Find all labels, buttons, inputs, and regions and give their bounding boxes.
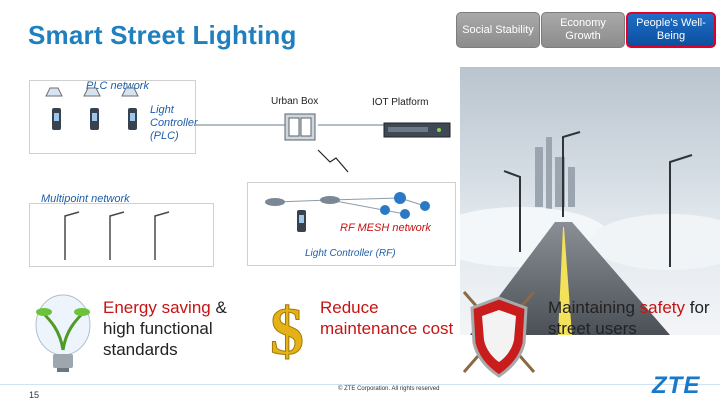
plc-controller-label: Light Controller (PLC) bbox=[150, 104, 198, 142]
safety-highlight: safety bbox=[639, 298, 686, 317]
rf-mesh-panel bbox=[247, 182, 456, 266]
rf-mesh-nodes-icon bbox=[265, 192, 430, 232]
multipoint-network-label: Multipoint network bbox=[41, 193, 130, 205]
svg-text:$: $ bbox=[270, 293, 304, 367]
multipoint-network-panel bbox=[29, 203, 214, 267]
copyright-text: © ZTE Corporation. All rights reserved bbox=[338, 386, 440, 392]
tab-peoples-well-being[interactable]: People's Well-Being bbox=[626, 12, 716, 48]
zte-logo: ZTE bbox=[652, 372, 701, 399]
rf-mesh-label: RF MESH network bbox=[340, 222, 431, 234]
tab-social-stability[interactable]: Social Stability bbox=[456, 12, 540, 48]
safety-prefix: Maintaining bbox=[548, 298, 640, 317]
energy-saving-rest: & high functional standards bbox=[103, 298, 227, 359]
rf-controller-label: Light Controller (RF) bbox=[305, 248, 396, 259]
slide-title: Smart Street Lighting bbox=[28, 20, 297, 50]
safety-suffix: for street users bbox=[548, 298, 710, 338]
benefit-maintenance-text: Reduce maintenance cost bbox=[320, 298, 454, 338]
energy-bulb-icon bbox=[35, 294, 91, 372]
iot-platform-label: IOT Platform bbox=[372, 97, 429, 108]
street-poles-icon bbox=[64, 211, 170, 260]
shield-icon bbox=[462, 291, 536, 378]
benefit-energy-text: Energy saving & high functional standard… bbox=[103, 297, 233, 360]
energy-saving-highlight: Energy saving bbox=[103, 298, 211, 317]
footer-divider bbox=[0, 384, 720, 385]
benefit-safety-text: Maintaining safety for street users bbox=[548, 297, 718, 339]
urban-box-icon bbox=[284, 113, 316, 141]
iot-server-icon bbox=[383, 122, 451, 138]
urban-box-label: Urban Box bbox=[271, 96, 319, 107]
plc-lamps-icon bbox=[45, 87, 139, 130]
dollar-icon: $ bbox=[270, 293, 305, 368]
page-number: 15 bbox=[29, 390, 40, 400]
tab-economy-growth[interactable]: Economy Growth bbox=[541, 12, 625, 48]
